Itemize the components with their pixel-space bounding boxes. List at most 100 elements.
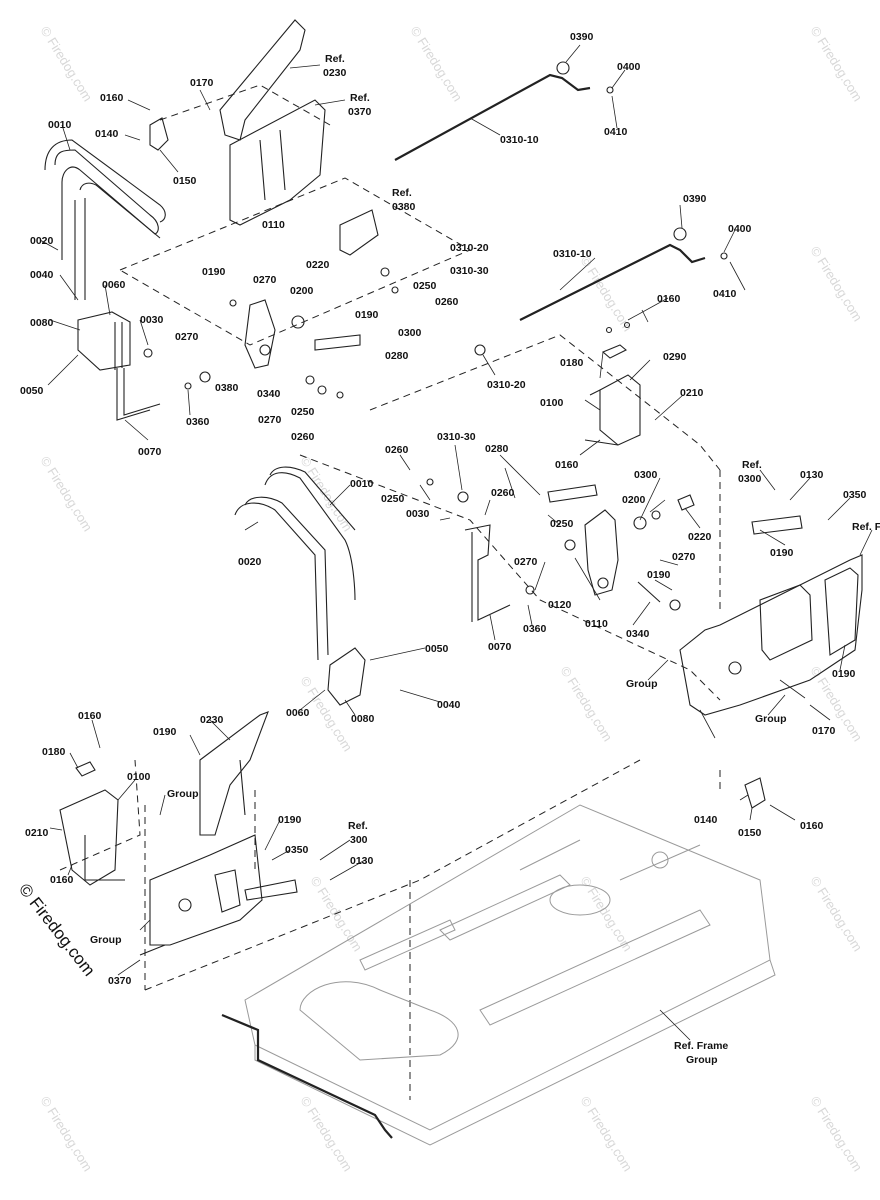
watermark: © Firedog.com	[807, 1094, 865, 1174]
callout-0340: 0210	[680, 387, 704, 399]
callout-0180: Ref. Frame	[852, 521, 880, 533]
callout-0300: 0300	[634, 469, 658, 481]
callout-0170: 0170	[812, 725, 836, 737]
callout-0360: 0100	[127, 771, 151, 783]
callout-0010: 0010	[350, 478, 374, 490]
callout-0080: 0080	[30, 317, 54, 329]
callout-300: 300	[350, 834, 368, 846]
callout-0070: 0070	[488, 641, 512, 653]
callout-0240: 0340	[626, 628, 650, 640]
callout-0400: 0400	[617, 61, 641, 73]
callout-0200: 0200	[622, 494, 646, 506]
callout-0050: 0050	[425, 643, 449, 655]
callout-0260: 0260	[435, 296, 459, 308]
callout-0360: 0100	[540, 397, 564, 409]
watermark: © Firedog.com	[577, 1094, 635, 1174]
watermark: © Firedog.com	[297, 454, 355, 534]
callout-0300: 0300	[398, 327, 422, 339]
watermark-layer: © Firedog.com © Firedog.com © Firedog.co…	[37, 24, 865, 1174]
callout-0340: 0210	[25, 827, 49, 839]
callout-0270: 0270	[253, 274, 277, 286]
callout-0250: 0250	[381, 493, 405, 505]
watermark: © Firedog.com	[37, 1094, 95, 1174]
callout-0170: 0170	[190, 77, 214, 89]
assembly-outlines	[59, 84, 721, 1100]
callout-0380: 0380	[392, 201, 416, 213]
callout-0310-20: 0310-20	[450, 242, 489, 254]
callout-0310-30: 0310-30	[437, 431, 476, 443]
callout-0120: Group	[626, 678, 658, 690]
callout-0370: 0370	[348, 106, 372, 118]
lower-left-assembly	[59, 711, 298, 956]
callout-0320: 0180	[42, 746, 66, 758]
callout-0150: 0150	[738, 827, 762, 839]
callout-0410: 0410	[713, 288, 737, 300]
callout-0190: 0190	[770, 547, 794, 559]
callout-0160: 0160	[555, 459, 579, 471]
callout-0260: 0260	[385, 444, 409, 456]
callout-0160: 0160	[657, 293, 681, 305]
callout-0280: 0280	[485, 443, 509, 455]
callout-0290: 0130	[800, 469, 824, 481]
callout-0280: 0280	[385, 350, 409, 362]
callout-0020: 0020	[30, 235, 54, 247]
callout-0300: 0300	[738, 473, 762, 485]
callout-0160: 0160	[800, 820, 824, 832]
callout-ref: Ref.	[742, 459, 762, 471]
callout-0270: 0270	[672, 551, 696, 563]
callout-0190: 0190	[278, 814, 302, 826]
upper-right-assembly	[474, 227, 728, 446]
callout-0210: 0350	[285, 844, 309, 856]
callout-0090: 0360	[523, 623, 547, 635]
callout-0110: 0110	[585, 618, 608, 630]
callout-0310-10: 0310-10	[553, 248, 592, 260]
callout-0250: 0250	[413, 280, 437, 292]
callout-0310-10: 0310-10	[500, 134, 539, 146]
callout-0270: 0270	[514, 556, 538, 568]
callout-0140: 0140	[95, 128, 119, 140]
callout-0260: 0260	[291, 431, 315, 443]
callout-0100: 0120	[548, 599, 572, 611]
callout-0030: 0030	[406, 508, 430, 520]
leader-lines	[39, 44, 873, 1041]
callout-0010: 0010	[48, 119, 72, 131]
callout-0020: 0020	[238, 556, 262, 568]
callout-ref: Ref.	[325, 53, 345, 65]
callout-0410: 0410	[604, 126, 628, 138]
upper-left-assembly	[44, 19, 614, 421]
callout-0040: 0040	[30, 269, 54, 281]
callout-0260: 0260	[491, 487, 515, 499]
callout-0120: Group	[167, 788, 199, 800]
callout-0040: 0040	[437, 699, 461, 711]
callout-0050: 0050	[20, 385, 44, 397]
callout-0060: 0060	[286, 707, 310, 719]
callout-0080: 0080	[351, 713, 375, 725]
watermark: © Firedog.com	[807, 874, 865, 954]
callout-0240: 0340	[257, 388, 281, 400]
callout-0190: 0190	[153, 726, 177, 738]
callout-0250: 0250	[550, 518, 574, 530]
callout-ref: Ref.	[348, 820, 368, 832]
callout-0380: 0380	[215, 382, 239, 394]
callout-0190: 0190	[202, 266, 226, 278]
callout-0160: 0160	[50, 874, 74, 886]
watermark: © Firedog.com	[807, 244, 865, 324]
callout-0120: Group	[90, 934, 122, 946]
callout-0230: 0230	[323, 67, 347, 79]
callout-0390: 0390	[683, 193, 707, 205]
callout-0190: 0190	[355, 309, 379, 321]
callout-0060: 0060	[102, 279, 126, 291]
callout-0160: 0160	[78, 710, 102, 722]
callout-0290: 0130	[350, 855, 374, 867]
watermark: © Firedog.com	[407, 24, 465, 104]
callout-0250: 0250	[291, 406, 315, 418]
callout-ref: Ref.	[392, 187, 412, 199]
watermark: © Firedog.com	[297, 1094, 355, 1174]
callout-0270: 0270	[258, 414, 282, 426]
callout-0190: 0190	[832, 668, 856, 680]
callout-0150: 0150	[173, 175, 197, 187]
callout-0230: 0230	[200, 714, 224, 726]
callout-0030: 0030	[140, 314, 164, 326]
watermark: © Firedog.com	[807, 24, 865, 104]
